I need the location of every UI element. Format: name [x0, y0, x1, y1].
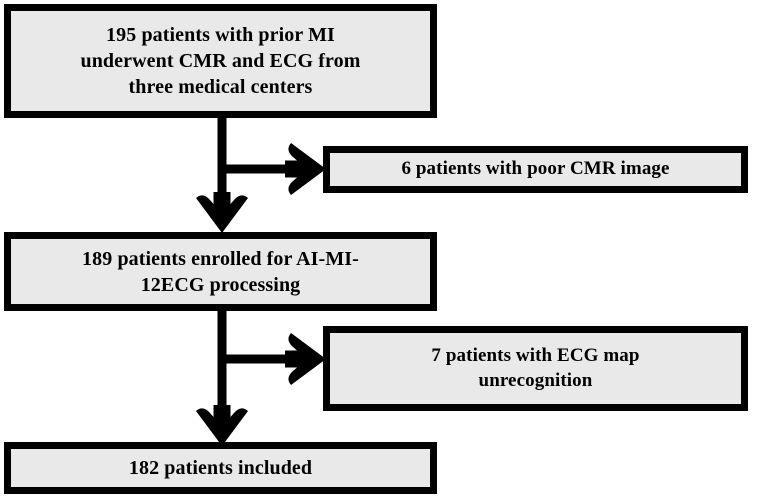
node-enrollment-text: 195 patients with prior MI underwent CMR…: [19, 22, 422, 100]
node-exclusion-2-line-2: unrecognition: [478, 369, 593, 391]
connector-processing-to-included: [196, 308, 248, 446]
node-included[interactable]: 182 patients included: [4, 442, 437, 494]
node-processing-text: 189 patients enrolled for AI-MI- 12ECG p…: [19, 246, 422, 298]
node-enrollment-line-1: 195 patients with prior MI: [106, 24, 335, 46]
connector-enrollment-to-exclusion-1: [222, 143, 326, 195]
node-exclusion-2-line-1: 7 patients with ECG map: [431, 344, 640, 366]
node-included-text: 182 patients included: [19, 455, 422, 481]
node-processing-line-1: 189 patients enrolled for AI-MI-: [82, 247, 359, 270]
node-exclusion-1-line-1: 6 patients with poor CMR image: [401, 158, 670, 180]
connector-enrollment-to-processing: [196, 116, 248, 233]
node-exclusion-1-text: 6 patients with poor CMR image: [338, 157, 733, 182]
node-enrollment[interactable]: 195 patients with prior MI underwent CMR…: [4, 4, 437, 118]
connector-processing-to-exclusion-2: [222, 333, 326, 385]
node-processing-line-2: 12ECG processing: [140, 273, 301, 296]
node-enrollment-line-3: three medical centers: [128, 76, 313, 98]
node-included-line-1: 182 patients included: [128, 457, 313, 479]
node-exclusion-2-text: 7 patients with ECG map unrecognition: [338, 344, 733, 393]
node-enrollment-line-2: underwent CMR and ECG from: [80, 50, 361, 72]
node-exclusion-1[interactable]: 6 patients with poor CMR image: [323, 146, 748, 193]
node-processing[interactable]: 189 patients enrolled for AI-MI- 12ECG p…: [4, 232, 437, 311]
node-exclusion-2[interactable]: 7 patients with ECG map unrecognition: [323, 326, 748, 411]
